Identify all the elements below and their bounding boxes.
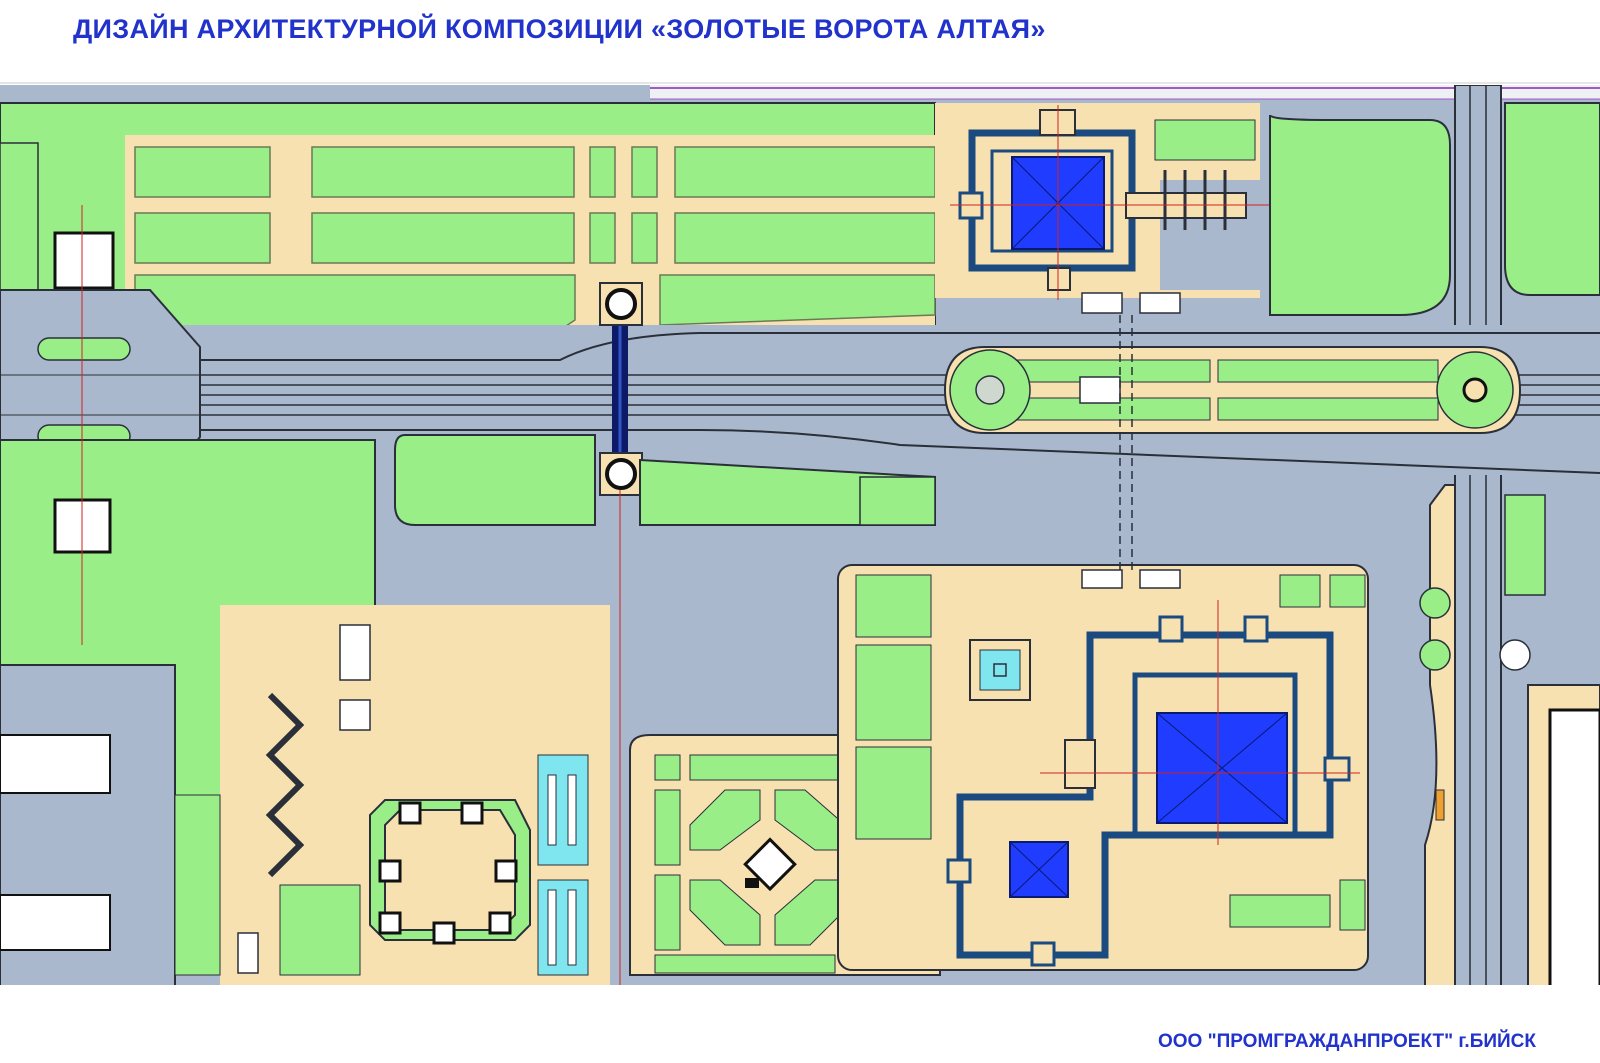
gate-pylon-icon	[599, 282, 643, 326]
axis-lines	[1119, 315, 1133, 570]
east-edge	[1419, 484, 1600, 990]
page-title: ДИЗАЙН АРХИТЕКТУРНОЙ КОМПОЗИЦИИ «ЗОЛОТЫЕ…	[73, 14, 1046, 44]
cruciform-building	[369, 799, 531, 945]
sw-lawn-pieces	[174, 794, 361, 976]
west-green-strip	[0, 142, 39, 294]
zigzag-sculpture	[265, 692, 305, 878]
south-monument-complex	[837, 564, 1369, 971]
north-monument-plaza	[935, 103, 1270, 300]
north-plaza-steps	[1081, 292, 1181, 314]
title-divider	[0, 82, 1600, 84]
central-median	[943, 346, 1522, 434]
far-east-lawn	[1504, 102, 1600, 296]
east-road-lanes	[1469, 85, 1487, 990]
white-kiosks	[237, 624, 371, 974]
pavilion-icon	[743, 837, 797, 892]
plan-bottom-edge	[0, 985, 1600, 990]
east-road	[1454, 85, 1502, 990]
pedestrian-bridge	[599, 282, 643, 496]
west-buildings	[0, 734, 111, 951]
red-axis-lines	[81, 205, 621, 990]
north-parterres	[134, 146, 936, 348]
gate-pylon-icon	[599, 452, 643, 496]
ne-lawn	[1269, 114, 1451, 316]
site-plan	[0, 85, 1600, 990]
south-lawn-band	[394, 434, 936, 526]
credit-footer: ООО "ПРОМГРАЖДАНПРОЕКТ" г.БИЙСК	[1157, 1031, 1536, 1052]
parking-stalls	[537, 754, 589, 976]
site-boundary-strip	[650, 85, 1600, 100]
nw-building	[53, 231, 115, 290]
fountain-icon	[975, 375, 1005, 405]
roundabout-icon	[1462, 377, 1488, 403]
fountain-square	[969, 639, 1031, 701]
